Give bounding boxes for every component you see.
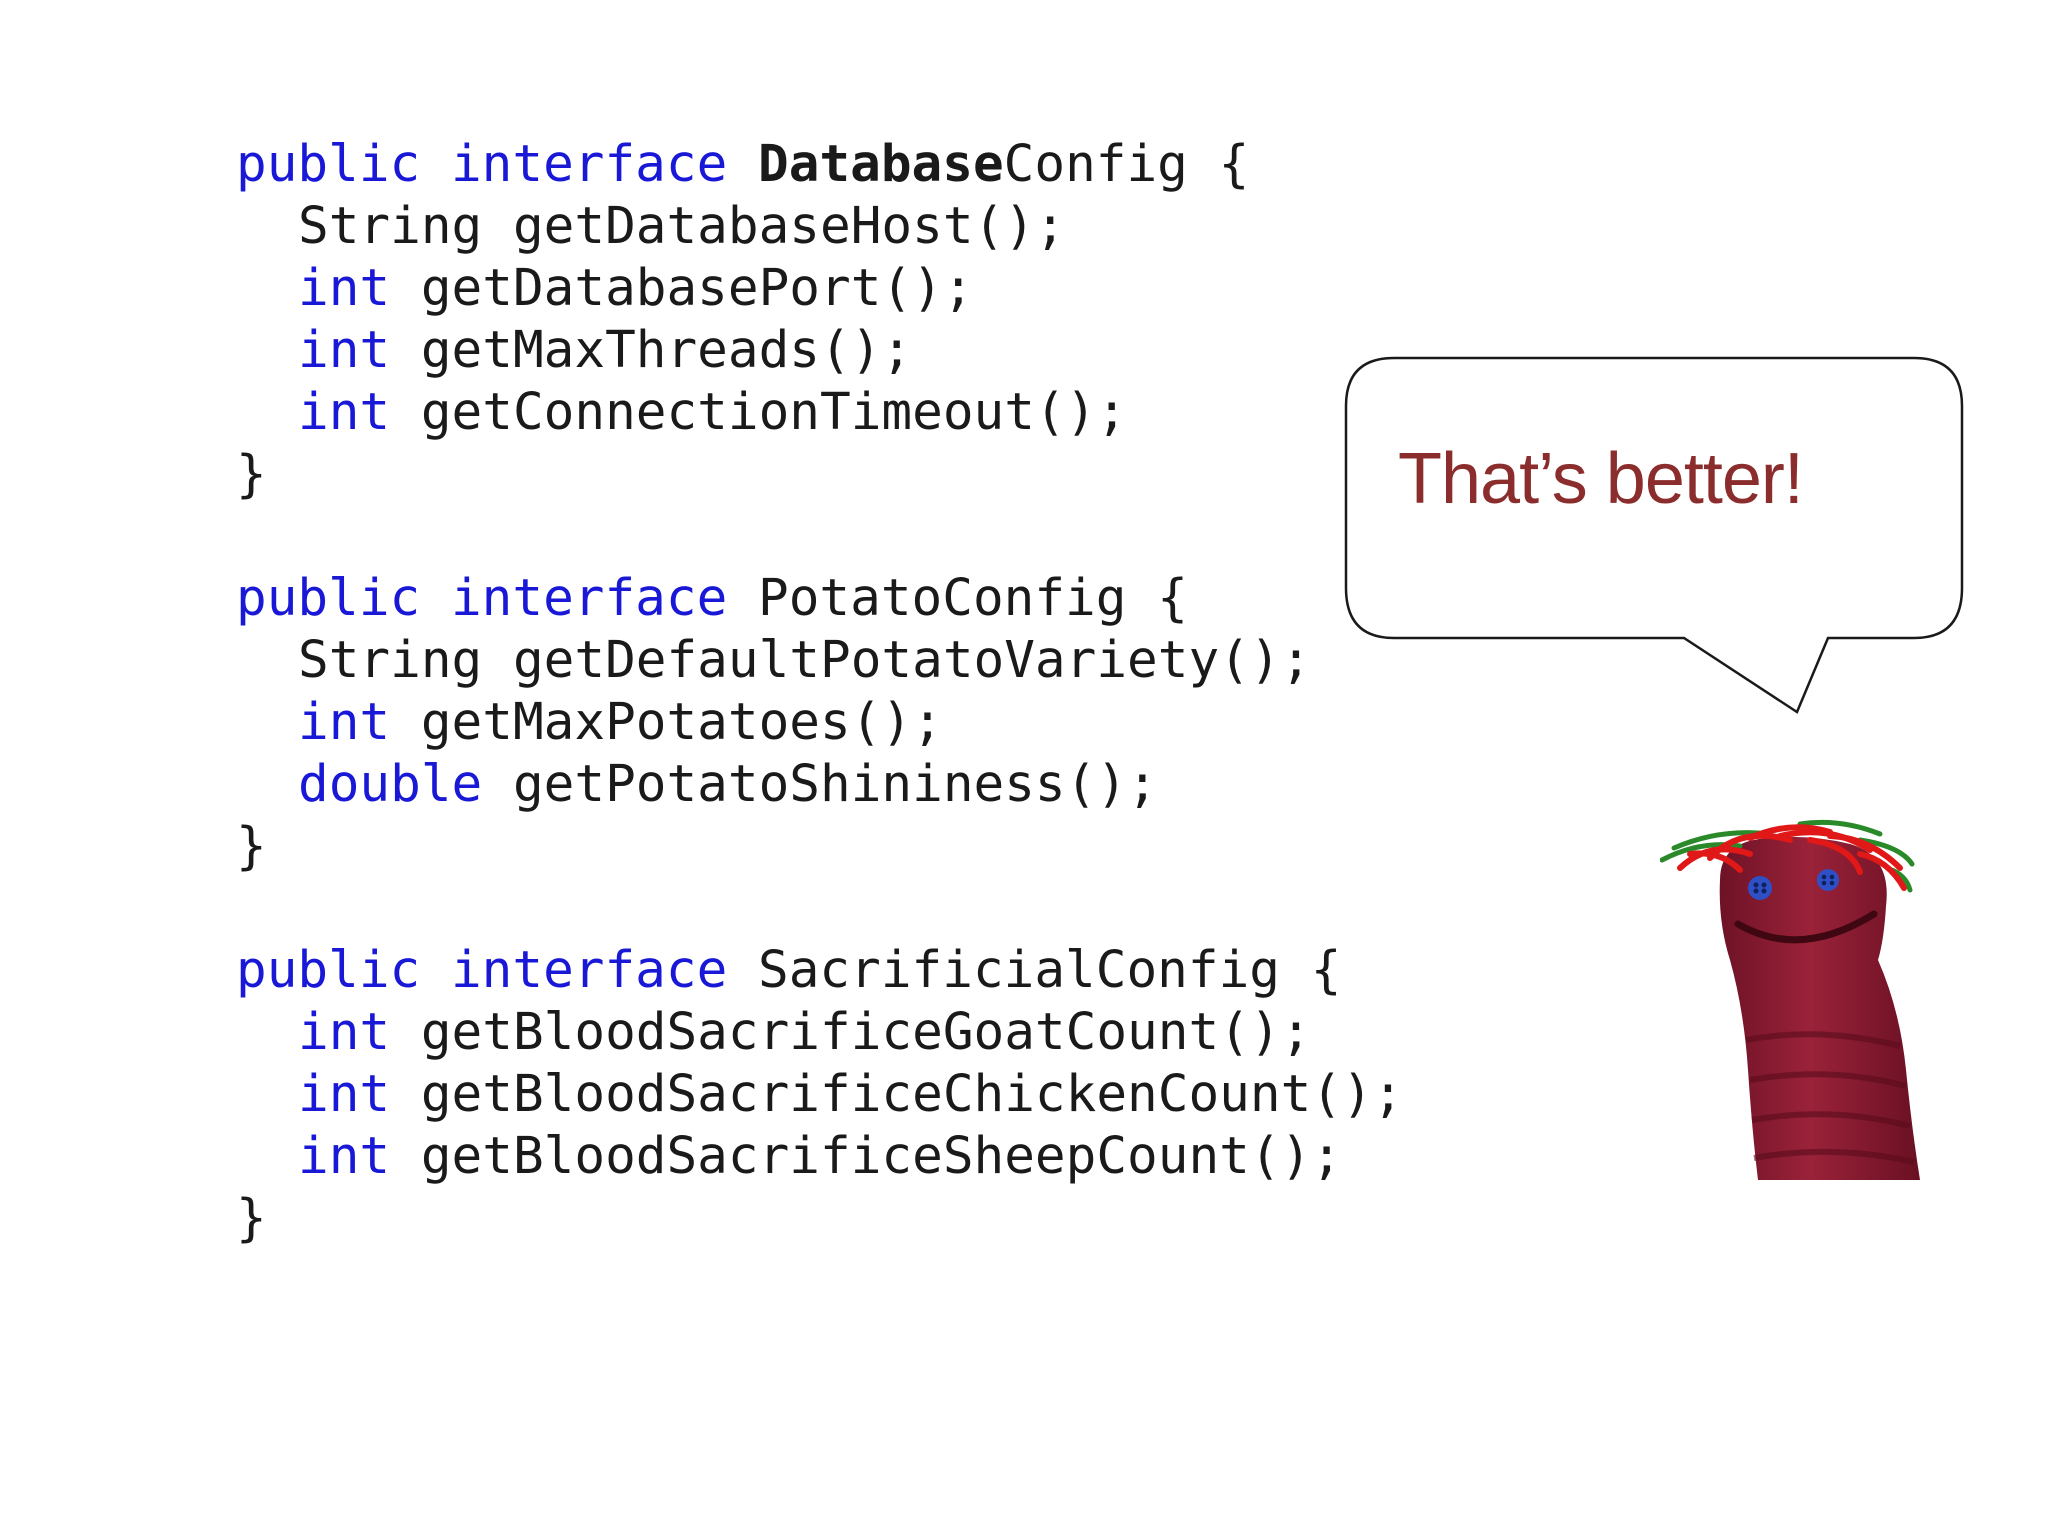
method-signature: getConnectionTimeout();	[420, 383, 1128, 442]
return-type: int	[298, 693, 391, 752]
close-brace: }	[236, 1189, 267, 1248]
open-brace: {	[1126, 569, 1188, 628]
close-brace: }	[236, 817, 267, 876]
method-signature: getBloodSacrificeSheepCount();	[420, 1127, 1342, 1186]
return-type: int	[298, 1065, 391, 1124]
close-brace: }	[236, 445, 267, 504]
code-keyword: interface	[450, 941, 728, 1000]
open-brace: {	[1187, 135, 1250, 194]
interface-declaration: public interface PotatoConfig {	[236, 568, 1403, 630]
method-declaration: String getDatabaseHost();	[236, 196, 1403, 258]
interface-name-bold: Database	[758, 135, 1004, 194]
code-keyword: public	[236, 135, 421, 194]
return-type: int	[298, 1003, 391, 1062]
method-signature: getPotatoShininess();	[512, 755, 1158, 814]
method-signature: getDefaultPotatoVariety();	[512, 631, 1312, 690]
method-declaration: String getDefaultPotatoVariety();	[236, 630, 1403, 692]
code-keyword: interface	[450, 569, 728, 628]
blank-line	[236, 878, 1403, 940]
interface-declaration: public interface SacrificialConfig {	[236, 940, 1403, 1002]
interface-declaration: public interface DatabaseConfig {	[236, 134, 1403, 196]
method-declaration: int getMaxThreads();	[236, 320, 1403, 382]
return-type: int	[298, 321, 391, 380]
speech-bubble	[1344, 356, 1964, 714]
interface-name: Config	[1003, 135, 1188, 194]
code-listing: public interface DatabaseConfig {String …	[236, 134, 1403, 1250]
blank-line	[236, 506, 1403, 568]
return-type: int	[298, 259, 391, 318]
method-signature: getMaxThreads();	[420, 321, 913, 380]
code-keyword: interface	[450, 135, 728, 194]
method-signature: getBloodSacrificeGoatCount();	[420, 1003, 1312, 1062]
method-declaration: double getPotatoShininess();	[236, 754, 1403, 816]
return-type: double	[298, 755, 483, 814]
method-signature: getMaxPotatoes();	[420, 693, 943, 752]
interface-name: PotatoConfig	[758, 569, 1127, 628]
method-declaration: int getMaxPotatoes();	[236, 692, 1403, 754]
method-declaration: int getBloodSacrificeChickenCount();	[236, 1064, 1403, 1126]
method-signature: getDatabasePort();	[420, 259, 974, 318]
speech-bubble-text: That’s better!	[1398, 439, 1804, 519]
method-declaration: int getDatabasePort();	[236, 258, 1403, 320]
interface-name: SacrificialConfig	[758, 941, 1280, 1000]
method-signature: getBloodSacrificeChickenCount();	[420, 1065, 1404, 1124]
method-declaration: int getConnectionTimeout();	[236, 382, 1403, 444]
return-type: String	[298, 631, 483, 690]
return-type: int	[298, 383, 391, 442]
code-keyword: public	[236, 941, 421, 1000]
sock-puppet-icon	[1660, 819, 1920, 1180]
code-keyword: public	[236, 569, 421, 628]
method-declaration: int getBloodSacrificeSheepCount();	[236, 1126, 1403, 1188]
method-declaration: int getBloodSacrificeGoatCount();	[236, 1002, 1403, 1064]
open-brace: {	[1280, 941, 1342, 1000]
return-type: int	[298, 1127, 391, 1186]
method-signature: getDatabaseHost();	[512, 197, 1066, 256]
return-type: String	[298, 197, 483, 256]
